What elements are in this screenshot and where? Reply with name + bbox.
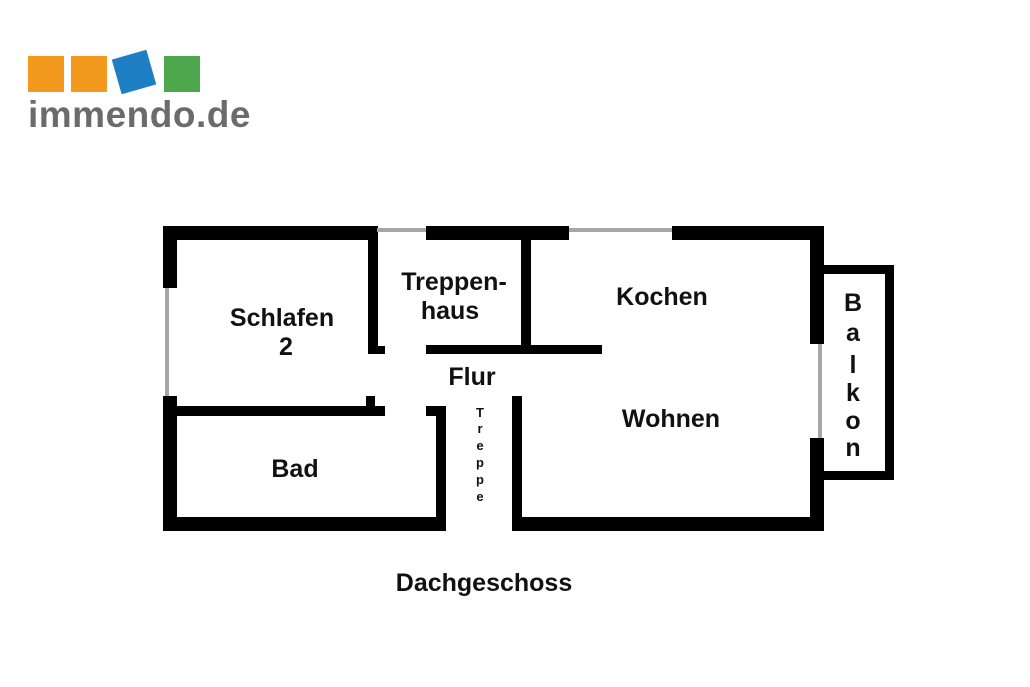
stair-label-treppe: T r e p p e xyxy=(476,405,484,504)
treppe-letter-4: p xyxy=(476,455,484,470)
room-label-wohnen: Wohnen xyxy=(622,405,720,433)
balkon-top xyxy=(824,265,894,274)
treppe-letter-5: p xyxy=(476,472,484,487)
floor-label: Dachgeschoss xyxy=(396,569,572,597)
room-label-schlafen-number: 2 xyxy=(279,333,293,361)
wall-left-lower xyxy=(163,396,177,531)
room-label-schlafen: Schlafen xyxy=(230,304,334,332)
wall-treppenhaus-right xyxy=(521,226,531,352)
room-labels: Schlafen 2 Treppen- haus Kochen Flur Woh… xyxy=(230,268,862,597)
wall-schlafen-stub xyxy=(368,346,385,354)
logo-square-green xyxy=(164,56,200,92)
wall-schlafen-bad-stub xyxy=(366,396,375,416)
wall-bad-right-stub xyxy=(426,406,446,416)
room-label-bad: Bad xyxy=(271,455,318,483)
room-label-treppenhaus-line1: Treppen- xyxy=(401,268,507,296)
balkon-letter-5: o xyxy=(845,407,860,435)
wall-schlafen-right xyxy=(368,226,378,354)
logo-square-orange-1 xyxy=(28,56,64,92)
balkon-bottom xyxy=(824,471,894,480)
treppe-letter-1: T xyxy=(476,405,484,420)
treppe-letter-6: e xyxy=(476,489,483,504)
wall-right-lower xyxy=(810,438,824,531)
room-label-treppenhaus-line2: haus xyxy=(421,297,479,325)
window-top-kochen xyxy=(569,228,672,232)
treppe-letter-2: r xyxy=(477,421,482,436)
logo-square-orange-2 xyxy=(71,56,107,92)
wall-top-middle xyxy=(426,226,569,240)
immendo-logo: immendo.de xyxy=(28,48,288,143)
treppe-letter-3: e xyxy=(476,438,483,453)
room-label-kochen: Kochen xyxy=(616,283,708,311)
wall-flur-top xyxy=(426,345,602,354)
window-right-wohnen xyxy=(818,344,822,438)
balkon-letter-2: a xyxy=(846,319,861,347)
room-label-flur: Flur xyxy=(448,363,495,391)
wall-treppe-right xyxy=(512,396,522,531)
window-top-treppenhaus xyxy=(377,228,426,232)
windows xyxy=(165,228,822,438)
wall-bad-right xyxy=(436,406,446,531)
balkon-right xyxy=(885,265,894,480)
wall-bottom-right xyxy=(520,517,824,531)
walls xyxy=(163,226,894,531)
wall-top-right xyxy=(672,226,824,240)
room-label-balkon: B a l k o n xyxy=(844,289,862,462)
balkon-letter-1: B xyxy=(844,289,862,317)
balkon-letter-3: l xyxy=(850,351,857,379)
window-left-schlafen xyxy=(165,288,169,396)
logo-text: immendo.de xyxy=(28,94,251,135)
wall-top-left xyxy=(163,226,377,240)
balkon-letter-4: k xyxy=(846,379,860,407)
wall-left-upper xyxy=(163,226,177,288)
balkon-letter-6: n xyxy=(845,434,860,462)
wall-bottom-left xyxy=(163,517,446,531)
wall-right-upper xyxy=(810,226,824,344)
wall-schlafen-bad xyxy=(163,406,385,416)
